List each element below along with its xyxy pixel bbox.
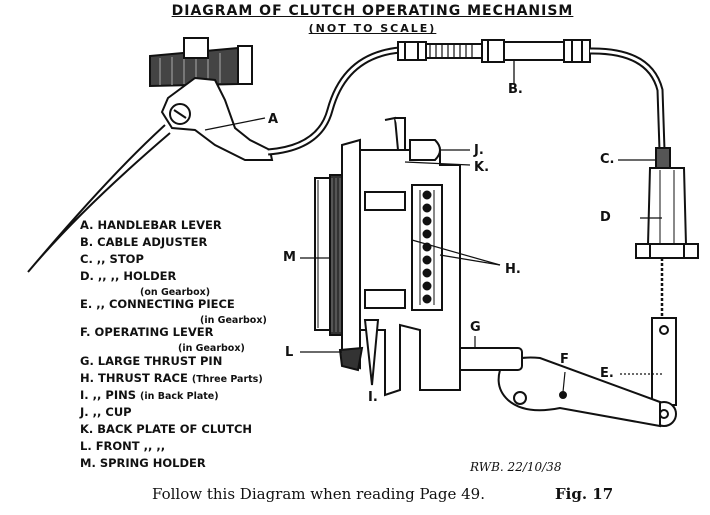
legend-item: M. SPRING HOLDER bbox=[80, 456, 206, 470]
callout-b: B. bbox=[508, 82, 523, 97]
callout-c: C. bbox=[600, 152, 615, 167]
callout-f: F bbox=[560, 352, 569, 367]
callout-l: L bbox=[285, 345, 294, 360]
callout-h: H. bbox=[505, 262, 521, 277]
legend-item: (on Gearbox) bbox=[140, 287, 211, 298]
legend-item: B. CABLE ADJUSTER bbox=[80, 235, 208, 249]
diagram-subtitle: (NOT TO SCALE) bbox=[308, 22, 437, 35]
callout-j: J. bbox=[474, 143, 484, 158]
clutch-assembly bbox=[300, 116, 501, 397]
callout-k: K. bbox=[474, 160, 490, 175]
legend-item: (in Gearbox) bbox=[178, 343, 245, 354]
legend-item: (in Gearbox) bbox=[200, 315, 267, 326]
legend-item: E. ,, CONNECTING PIECE bbox=[80, 297, 235, 311]
callout-m: M bbox=[283, 250, 296, 265]
callout-a: A bbox=[268, 112, 279, 127]
artist-signature: RWB. 22/10/38 bbox=[470, 460, 562, 474]
legend-item: D. ,, ,, HOLDER bbox=[80, 269, 177, 283]
callout-g: G bbox=[470, 320, 481, 335]
legend-item: C. ,, STOP bbox=[80, 252, 144, 266]
footer-note: Follow this Diagram when reading Page 49… bbox=[152, 485, 485, 503]
callout-i: I. bbox=[368, 390, 378, 405]
legend-item: G. LARGE THRUST PIN bbox=[80, 354, 223, 368]
handlebar-lever bbox=[27, 76, 274, 273]
legend-item: J. ,, CUP bbox=[80, 405, 132, 419]
figure-label: Fig. 17 bbox=[555, 485, 614, 503]
cable-holder bbox=[635, 167, 699, 320]
legend-item: A. HANDLEBAR LEVER bbox=[80, 218, 222, 232]
operating-lever bbox=[497, 356, 661, 428]
legend-item: K. BACK PLATE OF CLUTCH bbox=[80, 422, 253, 436]
cable-adjuster bbox=[397, 39, 591, 84]
legend-item: H. THRUST RACE (Three Parts) bbox=[80, 371, 263, 385]
callout-e: E. bbox=[600, 366, 614, 381]
legend-item: I. ,, PINS (in Back Plate) bbox=[80, 388, 219, 402]
callout-d: D bbox=[600, 210, 611, 225]
cable-stop bbox=[618, 147, 671, 169]
legend-item: F. OPERATING LEVER bbox=[80, 325, 214, 339]
diagram-title: DIAGRAM OF CLUTCH OPERATING MECHANISM bbox=[171, 3, 574, 19]
handlebar-grip bbox=[149, 37, 253, 88]
legend-item: L. FRONT ,, ,, bbox=[80, 439, 166, 453]
